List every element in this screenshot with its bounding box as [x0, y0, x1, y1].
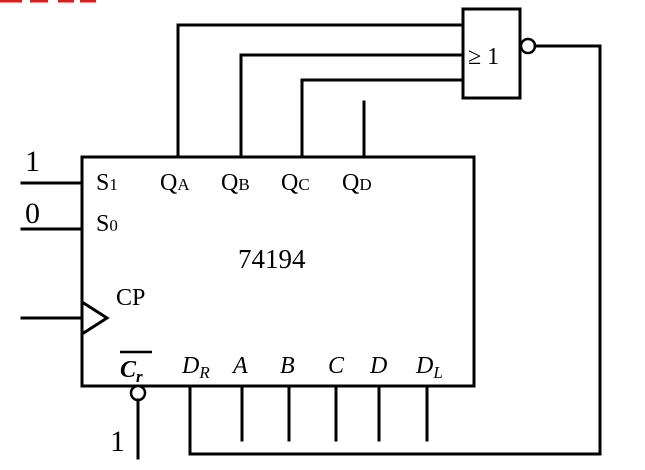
- wire-gate-feedback-to-dr: [188, 44, 602, 456]
- s0-input-value: 0: [25, 197, 40, 230]
- pin-label-cp: CP: [116, 285, 145, 311]
- s1-input-value: 1: [25, 145, 40, 178]
- pin-label-c: C: [328, 353, 345, 379]
- pin-label-qc: QC: [281, 170, 310, 196]
- pin-label-dl: DL: [415, 353, 443, 382]
- or-gate-symbol: ≥ 1: [468, 44, 499, 70]
- pin-label-s1: S1: [96, 170, 118, 196]
- pin-label-cr: Cr: [120, 357, 143, 386]
- wire-qc-to-gate: [300, 78, 465, 159]
- pin-label-d: D: [369, 353, 387, 379]
- chip-74194-body: [80, 155, 476, 388]
- pin-label-qd: QD: [342, 170, 372, 196]
- clock-triangle-icon: [81, 300, 110, 336]
- cr-inversion-bubble: [129, 384, 147, 402]
- pin-label-b: B: [280, 353, 295, 379]
- or-gate-body: [461, 7, 522, 100]
- pin-label-s0: S0: [96, 211, 118, 237]
- chip-part-number: 74194: [238, 244, 306, 274]
- pin-label-dr: DR: [181, 353, 210, 382]
- wire-qb-to-gate: [239, 53, 465, 159]
- wire-qa-to-gate: [176, 23, 465, 159]
- pin-label-a: A: [231, 353, 248, 379]
- or-gate-inversion-bubble: [519, 37, 537, 55]
- cr-input-value: 1: [110, 425, 125, 458]
- pin-label-qb: QB: [221, 170, 250, 196]
- pin-label-qa: QA: [160, 170, 190, 196]
